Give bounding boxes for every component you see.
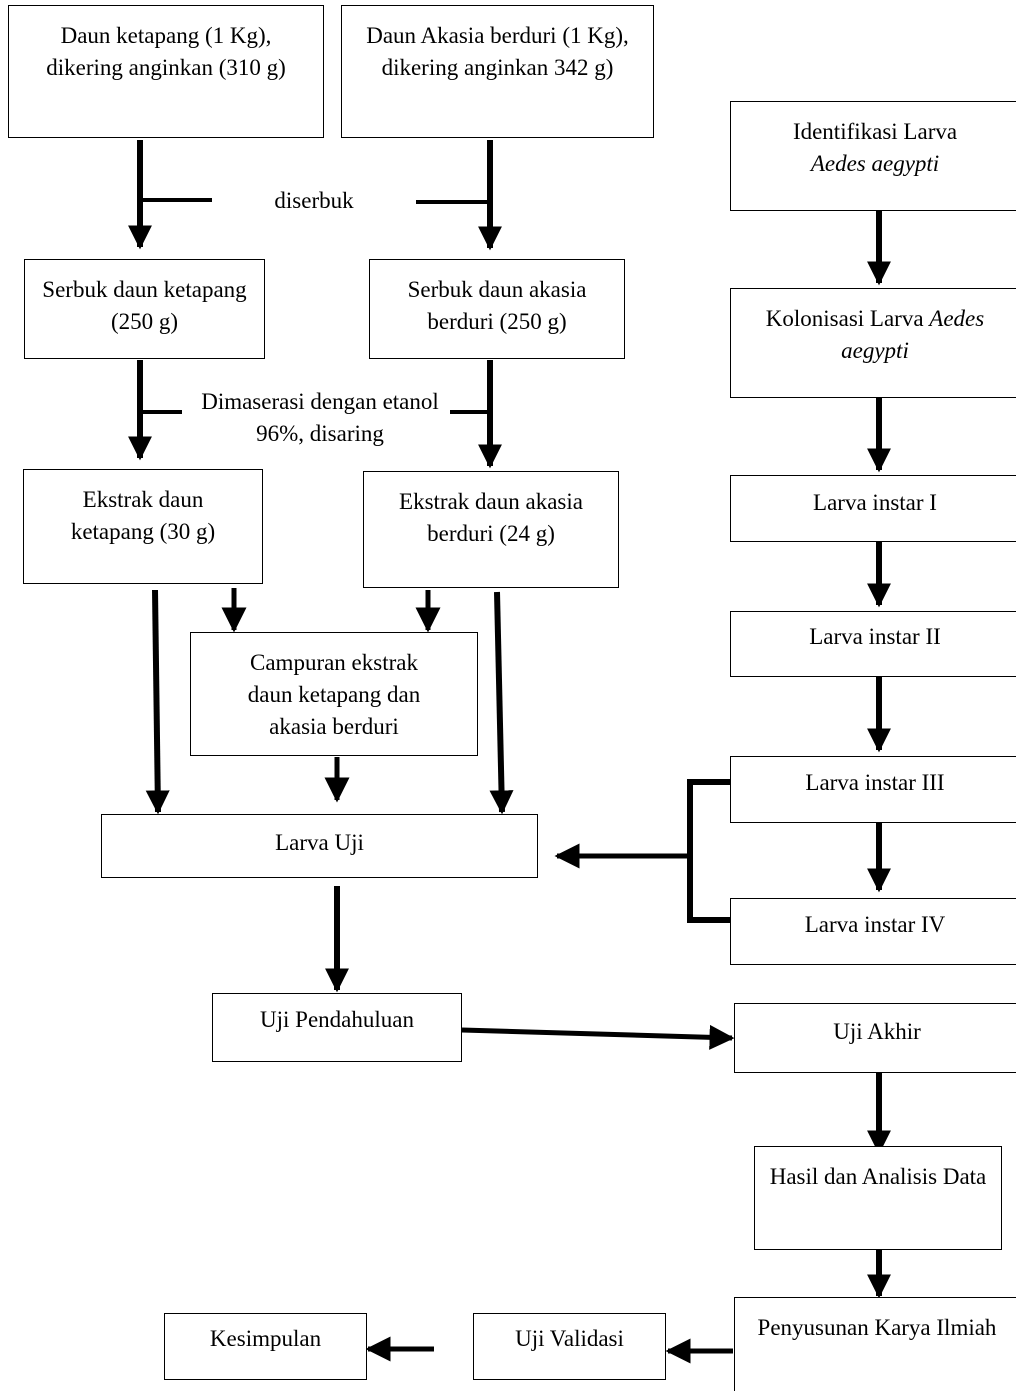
node-daun-akasia-text: Daun Akasia berduri (1 Kg), dikering ang… (366, 23, 629, 80)
node-kolonisasi-species: aegypti (841, 338, 909, 363)
node-daun-akasia: Daun Akasia berduri (1 Kg), dikering ang… (341, 5, 654, 138)
node-daun-ketapang-text: Daun ketapang (1 Kg), dikering anginkan … (46, 23, 286, 80)
node-uji-pendahuluan-text: Uji Pendahuluan (260, 1007, 414, 1032)
node-serbuk-akasia: Serbuk daun akasia berduri (250 g) (369, 259, 625, 359)
node-instar-2: Larva instar II (730, 611, 1016, 677)
node-serbuk-ketapang: Serbuk daun ketapang (250 g) (24, 259, 265, 359)
node-kolonisasi-text: Kolonisasi Larva Aedes aegypti (766, 303, 984, 367)
node-campuran: Campuran ekstrak daun ketapang dan akasi… (190, 632, 478, 756)
arrow-uji-pendahuluan-to-uji-akhir (461, 1024, 735, 1050)
node-ekstrak-akasia-text: Ekstrak daun akasia berduri (24 g) (399, 489, 583, 546)
node-ekstrak-ketapang: Ekstrak daun ketapang (30 g) (23, 469, 263, 584)
node-larva-uji-text: Larva Uji (275, 830, 364, 855)
node-hasil: Hasil dan Analisis Data (754, 1146, 1002, 1250)
node-uji-validasi-text: Uji Validasi (515, 1326, 624, 1351)
node-kesimpulan-text: Kesimpulan (209, 1326, 322, 1351)
node-kolonisasi-line: Kolonisasi Larva Aedes (766, 303, 984, 335)
node-uji-akhir-text: Uji Akhir (833, 1019, 921, 1044)
bracket-instar-iii-iv (687, 779, 730, 923)
node-instar-3: Larva instar III (730, 756, 1016, 823)
node-daun-ketapang: Daun ketapang (1 Kg), dikering anginkan … (8, 5, 324, 138)
label-diserbuk: diserbuk (274, 188, 354, 213)
node-instar-1: Larva instar I (730, 475, 1016, 542)
node-serbuk-ketapang-text: Serbuk daun ketapang (250 g) (42, 277, 247, 334)
node-identifikasi: Identifikasi Larva Aedes aegypti (730, 101, 1016, 211)
label-dimaserasi-line1: Dimaserasi dengan etanol (201, 389, 439, 414)
node-uji-akhir: Uji Akhir (734, 1003, 1016, 1073)
node-penyusunan-text: Penyusunan Karya Ilmiah (757, 1315, 997, 1340)
node-kolonisasi-label: Kolonisasi Larva (765, 306, 924, 331)
node-ekstrak-ketapang-text: Ekstrak daun ketapang (30 g) (70, 487, 216, 544)
arrow-ekstrak-ketapang-to-larva-uji (145, 589, 170, 815)
node-ekstrak-akasia: Ekstrak daun akasia berduri (24 g) (363, 471, 619, 588)
node-kesimpulan: Kesimpulan (164, 1313, 367, 1380)
node-identifikasi-text: Identifikasi Larva Aedes aegypti (793, 116, 957, 180)
node-hasil-text: Hasil dan Analisis Data (769, 1164, 987, 1189)
node-kolonisasi: Kolonisasi Larva Aedes aegypti (730, 288, 1016, 398)
arrow-ekstrak-akasia-to-larva-uji (489, 591, 514, 815)
node-campuran-text: Campuran ekstrak daun ketapang dan akasi… (247, 650, 421, 739)
node-uji-validasi: Uji Validasi (473, 1313, 666, 1380)
node-instar-3-text: Larva instar III (805, 770, 945, 795)
node-instar-4-text: Larva instar IV (804, 912, 946, 937)
node-kolonisasi-genus: Aedes (929, 306, 985, 331)
node-larva-uji: Larva Uji (101, 814, 538, 878)
node-instar-4: Larva instar IV (730, 898, 1016, 965)
node-instar-1-text: Larva instar I (813, 490, 937, 515)
node-uji-pendahuluan: Uji Pendahuluan (212, 993, 462, 1062)
node-identifikasi-line: Identifikasi Larva (792, 119, 958, 144)
node-penyusunan: Penyusunan Karya Ilmiah (734, 1297, 1016, 1391)
node-instar-2-text: Larva instar II (809, 624, 941, 649)
node-serbuk-akasia-text: Serbuk daun akasia berduri (250 g) (407, 277, 587, 334)
label-dimaserasi-line2: 96%, disaring (256, 421, 384, 446)
node-identifikasi-species: Aedes aegypti (810, 151, 940, 176)
